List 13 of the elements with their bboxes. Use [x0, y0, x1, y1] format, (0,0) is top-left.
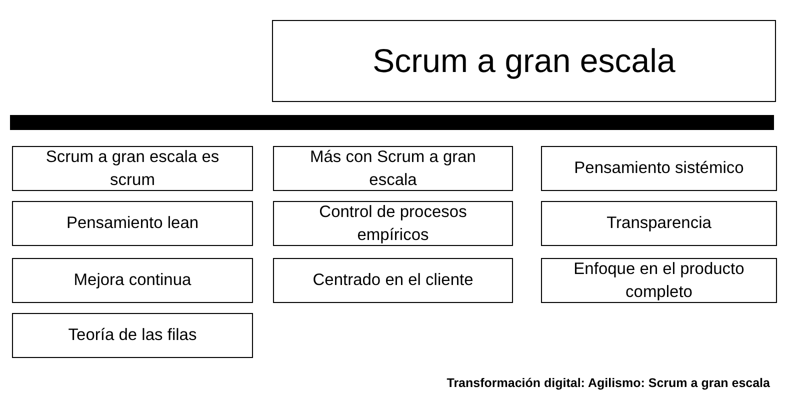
topic-box: Centrado en el cliente — [273, 258, 513, 303]
topic-box: Enfoque en el producto completo — [541, 258, 777, 303]
topic-box: Control de procesos empíricos — [273, 201, 513, 246]
divider-bar — [10, 115, 774, 130]
topic-box: Pensamiento sistémico — [541, 146, 777, 191]
caption: Transformación digital: Agilismo: Scrum a gran escala — [446, 376, 770, 390]
topic-box: Scrum a gran escala es scrum — [12, 146, 253, 191]
topic-box: Mejora continua — [12, 258, 253, 303]
topic-box: Transparencia — [541, 201, 777, 246]
topic-box: Pensamiento lean — [12, 201, 253, 246]
topic-box: Teoría de las filas — [12, 313, 253, 358]
topic-box: Más con Scrum a gran escala — [273, 146, 513, 191]
title-box: Scrum a gran escala — [272, 20, 776, 102]
